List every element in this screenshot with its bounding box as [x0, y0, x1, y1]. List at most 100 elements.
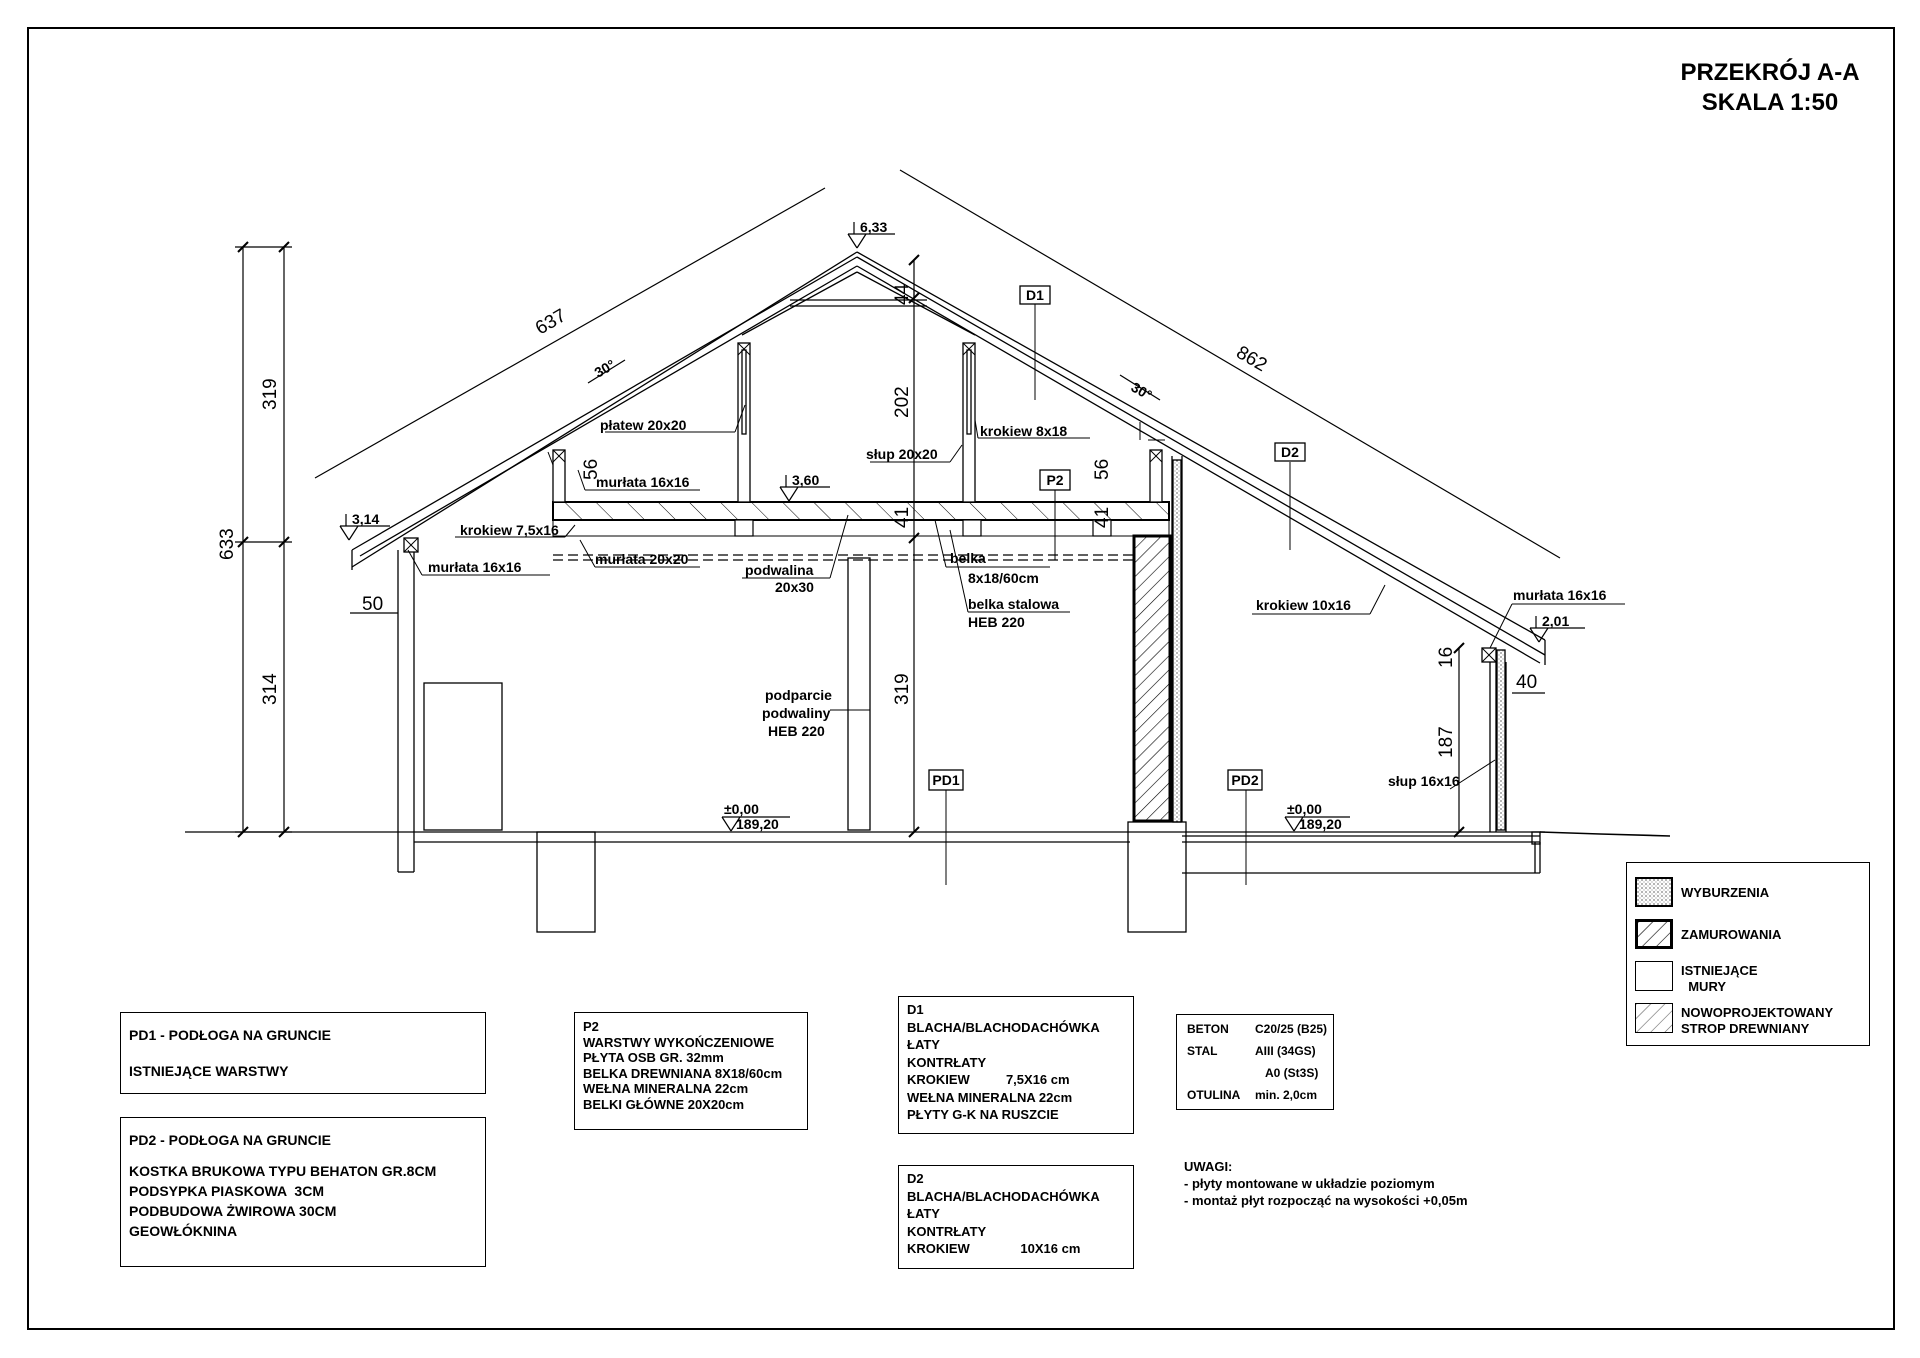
d2-layer-3: KONTRŁATY	[907, 1223, 987, 1239]
dim-56-left: 56	[581, 459, 602, 480]
d1-layer-1: BLACHA/BLACHODACHÓWKA	[907, 1019, 1100, 1035]
p2-title: P2	[583, 1019, 599, 1034]
note-2: - montaż płyt rozpocząć na wysokości +0,…	[1184, 1193, 1468, 1208]
label-podparcie-2: podwaliny	[762, 705, 831, 721]
legend-label-istniejace: ISTNIEJĄCE MURY	[1681, 963, 1758, 994]
title-line-2: SKALA 1:50	[1701, 89, 1839, 116]
level-ceiling: 3,60	[792, 472, 819, 488]
pd2-layer-2: PODSYPKA PIASKOWA 3CM	[129, 1183, 324, 1199]
label-belka-stalowa: belka stalowa	[968, 596, 1059, 612]
p2-layer-3: BELKA DREWNIANA 8X18/60cm	[583, 1065, 783, 1081]
tag-pd2	[1227, 769, 1263, 791]
dim-41-right: 41	[1092, 507, 1113, 528]
materials-box: BETON C20/25 (B25) STAL AIII (34GS) A0 (…	[1176, 1014, 1334, 1110]
p2-box: P2 WARSTWY WYKOŃCZENIOWE PŁYTA OSB GR. 3…	[574, 1012, 808, 1130]
d1-layer-3: KONTRŁATY	[907, 1054, 987, 1070]
dimension-lines	[235, 169, 1561, 833]
pd2-title: PD2 - PODŁOGA NA GRUNCIE	[129, 1132, 331, 1148]
legend-swatch-zamurowania	[1635, 919, 1673, 949]
level-floor-right-abs: 189,20	[1299, 816, 1342, 832]
label-podwalina-size: 20x30	[775, 579, 814, 595]
p2-layer-5: BELKI GŁÓWNE 20X20cm	[583, 1096, 745, 1112]
dim-187: 187	[1436, 726, 1457, 758]
d1-layer-6: PŁYTY G-K NA RUSZCIE	[907, 1107, 1059, 1122]
pd2-layer-4: GEOWŁÓKNINA	[129, 1223, 238, 1239]
label-murlata-2: murłata 16x16	[428, 559, 522, 575]
legend-swatch-wyburzenia	[1635, 877, 1673, 907]
label-murlata-20x20: murłata 20x20	[595, 551, 689, 567]
label-krokiew-10x16: krokiew 10x16	[1256, 597, 1351, 613]
label-krokiew-8x18: krokiew 8x18	[980, 423, 1067, 439]
level-ridge: 6,33	[860, 219, 887, 235]
label-murlata-1: murłata 16x16	[596, 474, 690, 490]
label-belka-size: 8x18/60cm	[968, 570, 1039, 586]
legend-swatch-istniejace	[1635, 961, 1673, 991]
pd2-box: PD2 - PODŁOGA NA GRUNCIE KOSTKA BRUKOWA …	[120, 1117, 486, 1267]
dim-50: 50	[362, 594, 383, 615]
tag-d1	[1019, 285, 1051, 305]
d1-title: D1	[907, 1002, 924, 1017]
level-floor-left: ±0,00	[724, 801, 759, 817]
level-floor-right: ±0,00	[1287, 801, 1322, 817]
note-1: - płyty montowane w układzie poziomym	[1184, 1176, 1435, 1191]
level-eave-left: 3,14	[352, 511, 379, 527]
drawing-title: PRZEKRÓJ A-A SKALA 1:50	[1640, 58, 1900, 118]
label-krokiew-75x16: krokiew 7,5x16	[460, 522, 559, 538]
label-belka-stalowa-size: HEB 220	[968, 614, 1025, 630]
pd2-layer-3: PODBUDOWA ŻWIROWA 30CM	[129, 1203, 337, 1219]
label-slup-16x16: słup 16x16	[1388, 773, 1460, 789]
pd1-layers: ISTNIEJĄCE WARSTWY	[129, 1063, 289, 1079]
d2-layer-2: ŁATY	[907, 1206, 940, 1221]
dim-16: 16	[1436, 647, 1457, 668]
dim-633: 633	[217, 528, 238, 560]
leader-lines	[407, 300, 1625, 885]
p2-layer-4: WEŁNA MINERALNA 22cm	[583, 1081, 749, 1096]
d2-layer-4: KROKIEW 10X16 cm	[907, 1241, 1081, 1256]
p2-layer-2: PŁYTA OSB GR. 32mm	[583, 1050, 724, 1065]
stal-value-1: AIII (34GS)	[1255, 1044, 1316, 1058]
label-podparcie-3: HEB 220	[768, 723, 825, 739]
beton-key: BETON	[1187, 1022, 1229, 1036]
dim-314: 314	[260, 673, 281, 705]
label-platew: płatew 20x20	[600, 417, 687, 433]
legend-label-wyburzenia: WYBURZENIA	[1681, 885, 1770, 900]
legend: WYBURZENIA ZAMUROWANIA ISTNIEJĄCE MURY N…	[1626, 862, 1870, 1046]
d1-layer-4: KROKIEW 7,5X16 cm	[907, 1072, 1070, 1087]
level-markers	[339, 222, 1585, 832]
tag-p2	[1039, 469, 1071, 491]
roof-outline	[351, 251, 1546, 665]
d2-box: D2 BLACHA/BLACHODACHÓWKA ŁATY KONTRŁATY …	[898, 1165, 1134, 1269]
pd1-box: PD1 - PODŁOGA NA GRUNCIE ISTNIEJĄCE WARS…	[120, 1012, 486, 1094]
d1-layer-5: WEŁNA MINERALNA 22cm	[907, 1089, 1073, 1105]
legend-swatch-nowoprojektowany	[1635, 1003, 1673, 1033]
dim-202: 202	[892, 386, 913, 418]
tag-pd2-text: PD2	[1231, 772, 1258, 788]
dim-56-right: 56	[1092, 459, 1113, 480]
dim-319-top: 319	[260, 378, 281, 410]
tag-d2-text: D2	[1281, 444, 1299, 460]
d1-layer-2: ŁATY	[907, 1037, 940, 1052]
dim-41-left: 41	[892, 507, 913, 528]
tag-d1-text: D1	[1026, 287, 1044, 303]
ceiling-beam-layer	[552, 519, 1170, 537]
title-line-1: PRZEKRÓJ A-A	[1680, 59, 1860, 86]
label-slup-20x20: słup 20x20	[866, 446, 938, 462]
d2-title: D2	[907, 1171, 924, 1186]
otulina-value: min. 2,0cm	[1255, 1088, 1318, 1102]
dim-319-mid: 319	[892, 673, 913, 705]
beton-value: C20/25 (B25)	[1255, 1022, 1328, 1036]
pd2-layer-1: KOSTKA BRUKOWA TYPU BEHATON GR.8CM	[129, 1163, 437, 1179]
tag-pd1-text: PD1	[932, 772, 959, 788]
stal-value-2: A0 (St3S)	[1265, 1066, 1319, 1080]
label-podparcie-1: podparcie	[765, 687, 832, 703]
p2-layer-1: WARSTWY WYKOŃCZENIOWE	[583, 1034, 775, 1050]
notes-title: UWAGI:	[1184, 1159, 1233, 1174]
d1-box: D1 BLACHA/BLACHODACHÓWKA ŁATY KONTRŁATY …	[898, 996, 1134, 1134]
drawing-frame	[27, 27, 1895, 1330]
level-floor-left-abs: 189,20	[736, 816, 779, 832]
legend-label-zamurowania: ZAMUROWANIA	[1681, 927, 1782, 942]
d2-layer-1: BLACHA/BLACHODACHÓWKA	[907, 1188, 1100, 1204]
label-podwalina: podwalina	[745, 562, 814, 578]
tag-pd1	[928, 769, 964, 791]
